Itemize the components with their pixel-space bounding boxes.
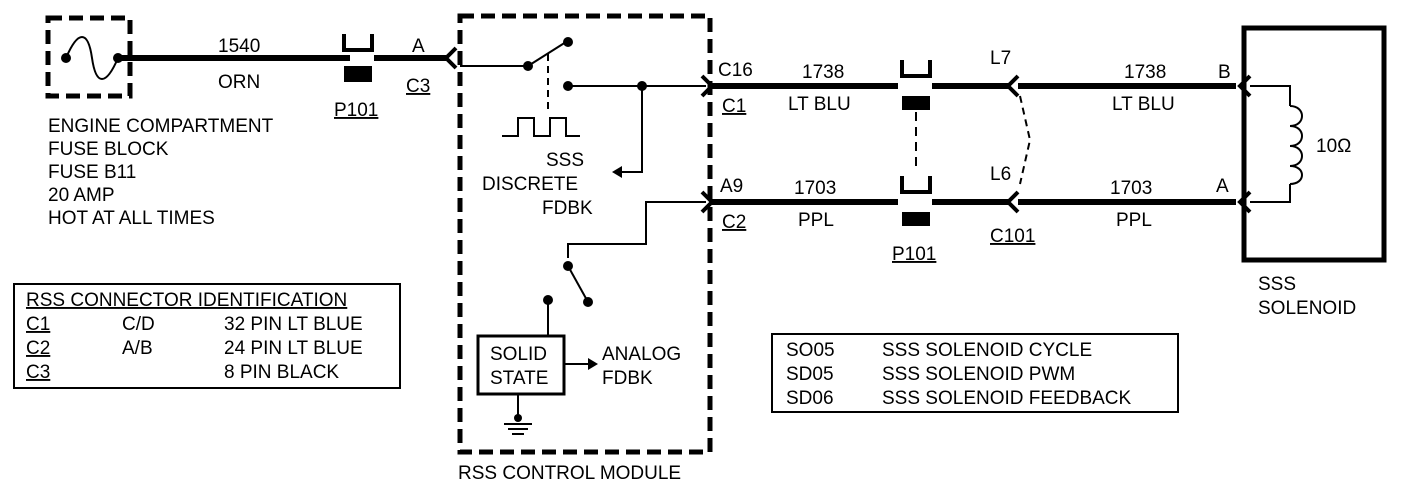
solenoid-coil-icon [1289,105,1303,185]
rss-table-row-3-conn: C3 [26,362,50,383]
upper-inline-pin-l7: L7 [990,48,1011,69]
solenoid-pin-a-arrow [1237,190,1252,214]
rss-table-row-1-desc: 32 PIN LT BLUE [224,314,363,335]
solenoid-box [1241,25,1387,263]
rss-table-row-1-type: C/D [122,314,155,335]
upper-circuit-number: 1738 [802,62,844,83]
ground-node [514,414,522,422]
rss-table-row-1-conn: C1 [26,314,50,335]
analog-fdbk-arrowhead [588,358,598,370]
solenoid-label-2: SOLENOID [1258,298,1356,319]
solid-state-line-2: STATE [490,368,548,389]
code-table-row-2-code: SD05 [786,364,834,385]
rss-connector-table-header: RSS CONNECTOR IDENTIFICATION [26,290,347,311]
lower-inline-conn-c101: C101 [990,226,1035,247]
lower-inline-arrow [1005,190,1020,214]
rss-table-row-3-desc: 8 PIN BLACK [224,362,339,383]
discrete-fdbk-line-2: DISCRETE [482,174,578,195]
analog-fdbk-line-2: FDBK [602,368,653,389]
upper-inline-arrow [1005,74,1020,98]
discrete-fdbk-arrowhead [612,166,622,178]
inline-conn-lower-male [902,212,930,226]
fuse-block-line-2: FUSE BLOCK [48,139,169,160]
wire-1540-circuit: 1540 [218,36,260,57]
solenoid-pin-b: B [1218,62,1231,83]
inline-conn-upper-male [902,96,930,110]
rss-table-row-2-desc: 24 PIN LT BLUE [224,338,363,359]
p101-top-female [342,34,374,52]
code-table-row-2-desc: SSS SOLENOID PWM [882,364,1075,385]
solenoid-pin-a: A [1216,176,1229,197]
conn-c3-arrow [443,46,458,70]
switch-contact-top [563,37,573,47]
fuse-block [45,15,133,99]
discrete-fdbk-line-1: SSS [546,150,584,171]
inline-conn-lower-female [900,176,932,194]
lower-inline-pin-l6: L6 [990,164,1011,185]
rss-table-row-2-type: A/B [122,338,153,359]
analog-fdbk-line-1: ANALOG [602,344,681,365]
conn-c3-label: C3 [406,76,430,97]
rss-module-name: RSS CONTROL MODULE [458,463,681,484]
code-table [771,333,1179,413]
inline-pins-link-dashed [1019,95,1032,185]
ground-icon [504,394,532,435]
solenoid-label-1: SSS [1258,274,1296,295]
fuse-block-line-3: FUSE B11 [48,162,136,183]
inline-conn-upper-female [900,60,932,78]
upper-circuit-number-right: 1738 [1124,62,1166,83]
code-table-row-1-desc: SSS SOLENOID CYCLE [882,340,1092,361]
upper-circuit-color-right: LT BLU [1112,94,1175,115]
fuse-block-line-5: HOT AT ALL TIMES [48,208,215,229]
fuse-block-line-1: ENGINE COMPARTMENT [48,116,274,137]
lower-circuit-color-right: PPL [1116,210,1152,231]
solenoid-resistance: 10Ω [1316,136,1351,157]
connector-p101-top [342,34,374,82]
code-table-row-3-code: SD06 [786,388,834,409]
module-output-wire-lower [567,201,706,258]
upper-conn-c1: C1 [722,96,746,117]
p101-top-male [344,66,372,82]
upper-pin-c16: C16 [718,60,753,81]
lower-pin-a9: A9 [720,176,743,197]
lower-circuit-number-right: 1703 [1110,178,1152,199]
pin-a-left: A [412,36,425,57]
connector-p101-top-label: P101 [334,100,378,121]
code-table-row-1-code: SO05 [786,340,835,361]
rss-table-row-2-conn: C2 [26,338,50,359]
wire-1540-color: ORN [218,72,260,93]
switch-blade-lower [567,265,589,303]
rss-module-outline [457,13,713,455]
discrete-fdbk-wire [622,86,643,173]
rss-connector-table [13,283,401,389]
solenoid-coil-leads [1250,85,1291,203]
solenoid-pin-b-arrow [1237,74,1252,98]
discrete-fdbk-line-3: FDBK [542,198,593,219]
fuse-block-outline [45,15,133,99]
lower-circuit-color: PPL [798,210,834,231]
lower-conn-c2: C2 [722,212,746,233]
code-table-row-3-desc: SSS SOLENOID FEEDBACK [882,388,1132,409]
pwm-waveform-icon [502,117,580,137]
switch-contact-lower-right [583,297,593,307]
lower-circuit-number: 1703 [794,178,836,199]
fuse-block-line-4: 20 AMP [48,185,115,206]
fuse-icon [65,36,119,80]
lower-inline-p101: P101 [892,244,936,265]
solid-state-line-1: SOLID [490,344,547,365]
upper-circuit-color: LT BLU [788,94,851,115]
